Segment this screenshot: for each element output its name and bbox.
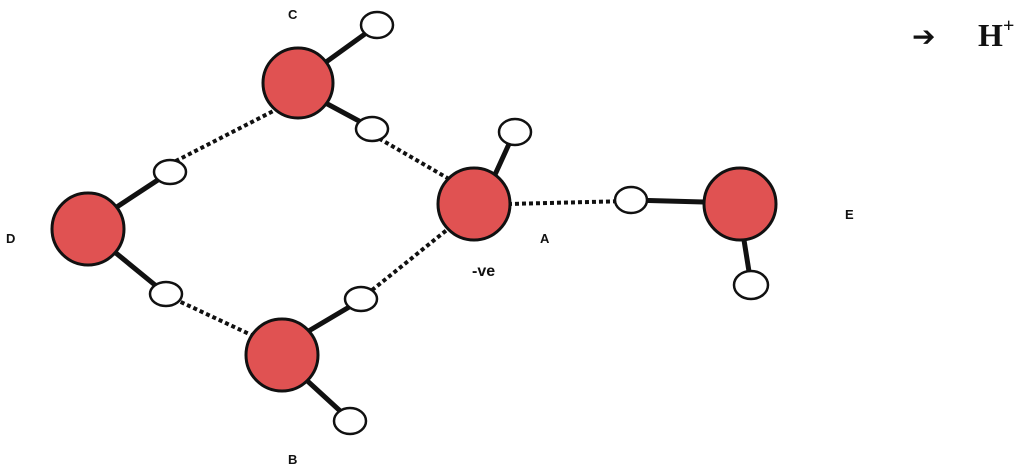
covalent-bonds (97, 23, 754, 423)
charge-label: -ve (472, 263, 495, 280)
hydrogen-d-lower (148, 280, 184, 308)
oxygen-e (702, 166, 778, 242)
hydrogen-bonds (167, 103, 630, 342)
hbond-c-d (171, 103, 286, 165)
hydrogen-c-top (359, 10, 395, 40)
hydrogen-e-lower (732, 269, 770, 301)
hbond-d-b (167, 294, 263, 342)
hydrogen-a-top (497, 117, 533, 147)
hydrogen-atoms (148, 10, 770, 436)
hydrogen-e-left (613, 185, 649, 215)
label-b: B (288, 452, 297, 467)
hbond-a-e (507, 199, 630, 206)
label-e: E (845, 207, 854, 222)
label-a: A (540, 231, 550, 246)
label-d: D (6, 231, 15, 246)
hydrogen-b-upper (343, 285, 379, 313)
hbond-c-a (371, 133, 458, 185)
oxygen-b (244, 317, 320, 393)
label-c: C (288, 7, 298, 22)
proton-charge: + (1003, 15, 1014, 37)
hydrogen-b-lower (332, 406, 368, 436)
hydrogen-c-lower (354, 115, 390, 143)
oxygen-d (50, 191, 126, 267)
arrow-icon: ➔ (912, 20, 935, 53)
oxygen-atoms (50, 46, 778, 393)
hydrogen-d-upper (152, 158, 188, 186)
hbond-b-a (359, 223, 455, 301)
oxygen-a (436, 166, 512, 242)
oxygen-c (261, 46, 335, 120)
proton-symbol: H (978, 17, 1003, 53)
